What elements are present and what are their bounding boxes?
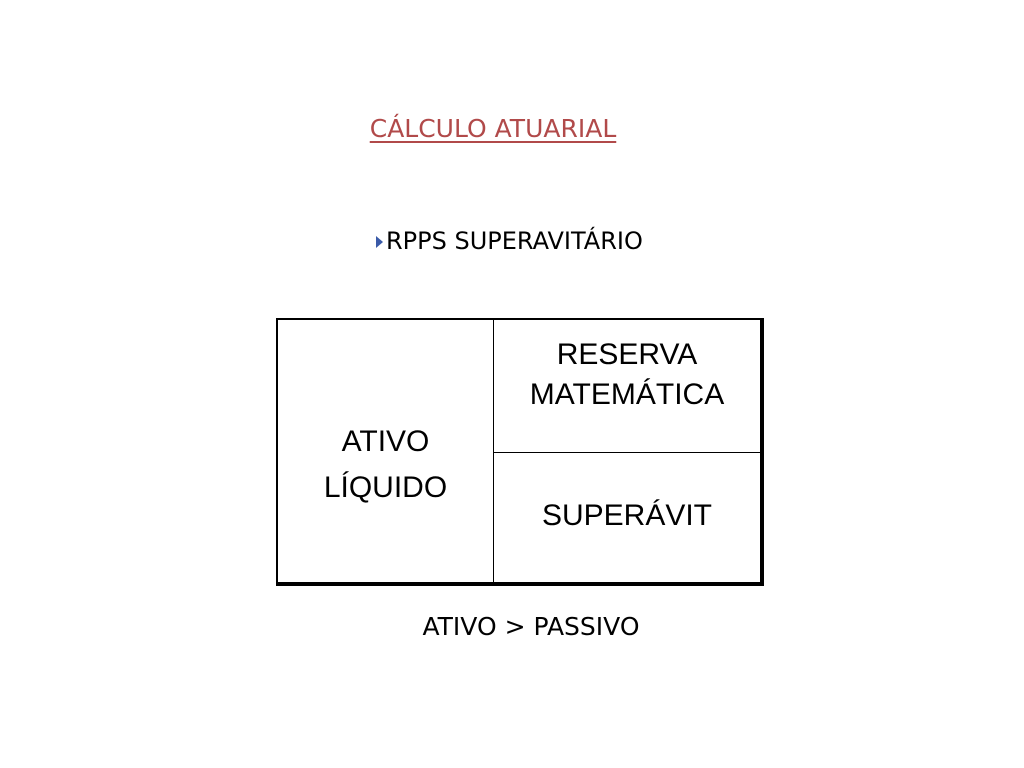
- matematica-label: MATEMÁTICA: [529, 378, 725, 411]
- reserva-matematica-box: RESERVA MATEMÁTICA: [494, 320, 760, 453]
- bullet-text: RPPS SUPERAVITÁRIO: [386, 227, 643, 255]
- reserva-label: RESERVA: [556, 338, 698, 371]
- superavit-label: SUPERÁVIT: [541, 498, 713, 532]
- triangle-bullet-icon: [376, 236, 383, 248]
- bullet-item: RPPS SUPERAVITÁRIO: [376, 227, 643, 255]
- superavit-box: SUPERÁVIT: [494, 453, 760, 582]
- balance-diagram: ATIVO LÍQUIDO RESERVA MATEMÁTICA SUPERÁV…: [276, 318, 764, 586]
- slide-title: CÁLCULO ATUARIAL: [369, 114, 617, 143]
- ativo-liquido-box: ATIVO LÍQUIDO: [278, 320, 494, 582]
- comparison-footer: ATIVO > PASSIVO: [422, 612, 640, 641]
- ativo-label: ATIVO: [341, 425, 430, 458]
- liquido-label: LÍQUIDO: [323, 471, 448, 504]
